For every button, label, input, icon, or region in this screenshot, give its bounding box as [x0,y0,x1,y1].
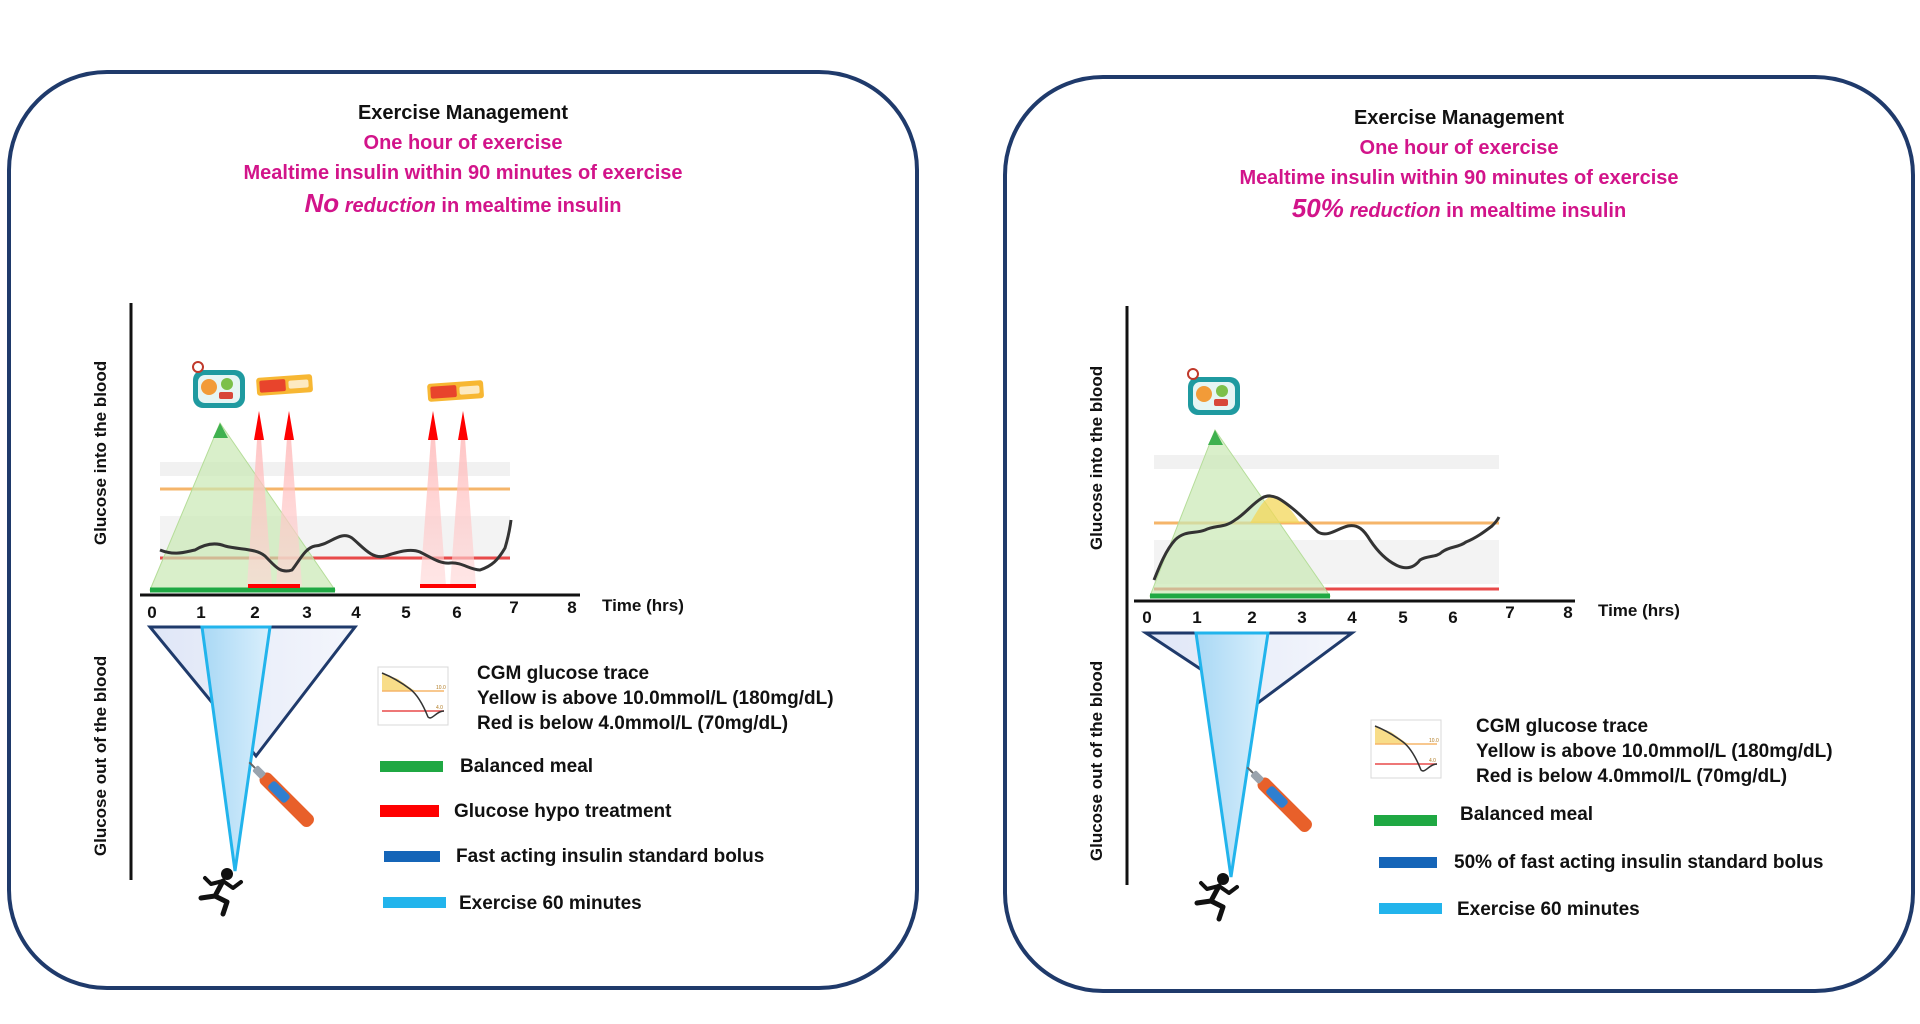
x-tick: 7 [1505,603,1514,622]
reduction-line: No reduction in mealtime insulin [11,188,915,221]
legend-label-insulin: Fast acting insulin standard bolus [456,846,764,867]
reduction-amount: No [304,188,340,218]
x-tick: 4 [1347,608,1357,627]
meal-peak-tip [213,423,228,438]
meal-absorption-triangle [1149,428,1331,597]
legend-label-exercise: Exercise 60 minutes [459,893,642,914]
reduction-word: reduction [1349,200,1441,222]
legend-swatch-meal [1374,815,1437,826]
legend-swatch-exercise [1379,903,1442,914]
x-tick: 6 [1448,608,1457,627]
panel-title: Exercise Management [1353,107,1565,129]
hypo-treatment-spike [420,411,446,586]
runner-icon [1194,873,1239,922]
exercise-cone [1194,631,1270,878]
cgm-glucose-trace [1152,494,1501,581]
legend-label-hypo: Glucose hypo treatment [454,801,672,822]
hypo-spike-tip [284,411,294,440]
reduction-line: 50% reduction in mealtime insulin [1007,193,1911,226]
insulin-pen-icon [1246,766,1312,832]
hypo-spike-tip [428,411,438,440]
x-tick: 2 [250,603,259,622]
legend-cgm-title: CGM glucose trace [1476,716,1648,737]
x-tick: 2 [1247,608,1256,627]
legend-label-meal: Balanced meal [460,756,593,777]
runner-icon [198,868,243,917]
hypo-spike-tip [254,411,264,440]
glucose-tablets-icon [256,374,313,396]
x-axis-label: Time (hrs) [602,596,684,615]
legend-label-insulin: 50% of fast acting insulin standard bolu… [1454,852,1824,873]
hypo-treatment-spike [247,411,272,586]
x-tick: 8 [1563,603,1572,622]
meal-tray-icon [192,361,245,408]
y-lower-label: Glucose out of the blood [1087,661,1106,861]
meal-absorption-triangle [149,421,336,591]
meal-tray-icon [1187,368,1240,415]
exercise-cone [200,625,272,872]
legend-swatch-exercise [383,897,446,908]
legend-swatch-hypo [380,805,439,817]
legend-cgm-yellow: Yellow is above 10.0mmol/L (180mg/dL) [1476,741,1833,762]
x-tick: 3 [1297,608,1306,627]
cgm-glucose-trace [159,519,513,573]
insulin-pen-icon [248,761,314,827]
insulin-timing: Mealtime insulin within 90 minutes of ex… [243,162,683,184]
panel-no-reduction: Exercise Management One hour of exercise… [7,70,919,990]
legend-swatch-insulin [384,851,440,862]
left-diagram: 0 1 2 3 4 5 6 7 8 Time (hrs) Glucose int… [91,303,834,917]
target-band [1154,455,1499,469]
x-tick: 5 [401,603,410,622]
mini-high-label: 10.0 [436,685,446,691]
legend-label-exercise: Exercise 60 minutes [1457,899,1640,920]
right-diagram: 0 1 2 3 4 5 6 7 8 Time (hrs) Glucose int… [1087,306,1833,922]
reduction-rest: in mealtime insulin [1440,200,1627,222]
panel-header: Exercise Management One hour of exercise… [11,98,915,221]
y-upper-label: Glucose into the blood [91,361,110,545]
legend: 10.0 4.0 CGM glucose trace Yellow is abo… [377,663,834,914]
panel-header: Exercise Management One hour of exercise… [1007,103,1911,226]
y-upper-label: Glucose into the blood [1087,366,1106,550]
x-tick: 8 [567,598,576,617]
legend-cgm-yellow: Yellow is above 10.0mmol/L (180mg/dL) [477,688,834,709]
legend-swatch-insulin [1379,857,1437,868]
exercise-duration: One hour of exercise [363,132,563,154]
glucose-tablets-icon [427,380,484,402]
meal-peak-tip [1208,430,1223,445]
x-tick: 1 [1192,608,1201,627]
legend: 10.0 4.0 CGM glucose trace Yellow is abo… [1370,716,1833,920]
mini-low-label: 4.0 [436,705,443,711]
hypo-treatment-spike [276,411,302,586]
panel-title: Exercise Management [357,102,569,124]
reduction-amount: 50% [1291,193,1344,223]
panel-50-reduction: Exercise Management One hour of exercise… [1003,75,1915,993]
mini-low-label: 4.0 [1429,758,1436,764]
cgm-mini-trace-icon: 10.0 4.0 [377,666,449,726]
x-tick: 3 [302,603,311,622]
legend-label-meal: Balanced meal [1460,804,1593,825]
x-tick: 7 [509,598,518,617]
hypo-spike-tip [458,411,468,440]
legend-swatch-meal [380,761,443,772]
legend-cgm-red: Red is below 4.0mmol/L (70mg/dL) [477,713,788,734]
hypo-treatment-spike [450,411,476,586]
x-tick: 5 [1398,608,1407,627]
x-axis-label: Time (hrs) [1598,601,1680,620]
mini-high-label: 10.0 [1429,738,1439,744]
x-tick: 4 [351,603,361,622]
exercise-duration: One hour of exercise [1359,137,1559,159]
x-tick: 1 [196,603,205,622]
x-tick: 0 [1142,608,1151,627]
legend-cgm-title: CGM glucose trace [477,663,649,684]
cgm-mini-trace-icon: 10.0 4.0 [1370,719,1442,779]
x-tick: 6 [452,603,461,622]
reduction-rest: in mealtime insulin [435,195,622,217]
x-tick: 0 [147,603,156,622]
legend-cgm-red: Red is below 4.0mmol/L (70mg/dL) [1476,766,1787,787]
insulin-timing: Mealtime insulin within 90 minutes of ex… [1239,167,1679,189]
y-lower-label: Glucose out of the blood [91,656,110,856]
above-range-area [1250,496,1300,523]
reduction-word: reduction [344,195,436,217]
